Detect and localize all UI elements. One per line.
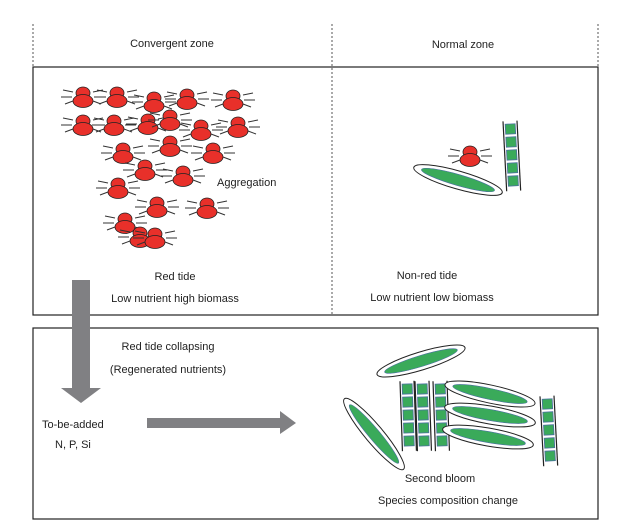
dinoflagellate-icon (215, 116, 261, 138)
dinoflagellate-icon (134, 196, 180, 218)
collapsing-title: Red tide collapsing (122, 341, 215, 353)
dinoflagellate-icon (122, 159, 168, 181)
dinoflagellate-icon (190, 142, 236, 164)
to-be-added-label: To-be-added (42, 419, 104, 431)
dinoflagellate-icon (164, 88, 210, 110)
red-tide-subtitle: Low nutrient high biomass (111, 293, 239, 305)
normal-zone-label: Normal zone (432, 39, 494, 51)
red-tide-title: Red tide (155, 271, 196, 283)
non-red-tide-title: Non-red tide (397, 270, 458, 282)
dinoflagellate-icon (147, 135, 193, 157)
dinoflagellate-icon (95, 177, 141, 199)
second-bloom-title: Second bloom (405, 473, 475, 485)
second-bloom-organisms (337, 338, 559, 476)
dinoflagellate-icon (100, 142, 146, 164)
aggregation-label: Aggregation (217, 177, 276, 189)
dinoflagellate-icon (178, 119, 224, 141)
second-bloom-subtitle: Species composition change (378, 495, 518, 507)
right-arrow-icon (147, 411, 296, 434)
pennate-diatom-icon (373, 338, 469, 384)
chain-diatom-icon (432, 380, 451, 452)
pennate-diatom-icon (410, 158, 506, 202)
collapsing-subtitle: (Regenerated nutrients) (110, 364, 226, 376)
dinoflagellate-icon (184, 197, 230, 219)
convergent-zone-label: Convergent zone (130, 38, 214, 50)
bottom-panel-frame (32, 327, 599, 520)
pennate-diatom-icon (337, 392, 411, 476)
dinoflagellate-icon (447, 145, 493, 167)
dinoflagellate-icon (131, 91, 177, 113)
down-arrow-icon (61, 280, 101, 403)
chain-diatom-icon (502, 120, 522, 192)
red-tide-aggregation (60, 86, 261, 249)
non-red-tide-subtitle: Low nutrient low biomass (370, 292, 494, 304)
chain-diatom-icon (539, 395, 559, 467)
dinoflagellate-icon (210, 89, 256, 111)
chain-diatom-icon (399, 380, 418, 452)
dinoflagellate-icon (91, 114, 137, 136)
chain-diatom-icon (414, 380, 433, 452)
nutrients-label: N, P, Si (55, 439, 91, 451)
dinoflagellate-icon (160, 165, 206, 187)
top-panel-frame (32, 66, 599, 316)
